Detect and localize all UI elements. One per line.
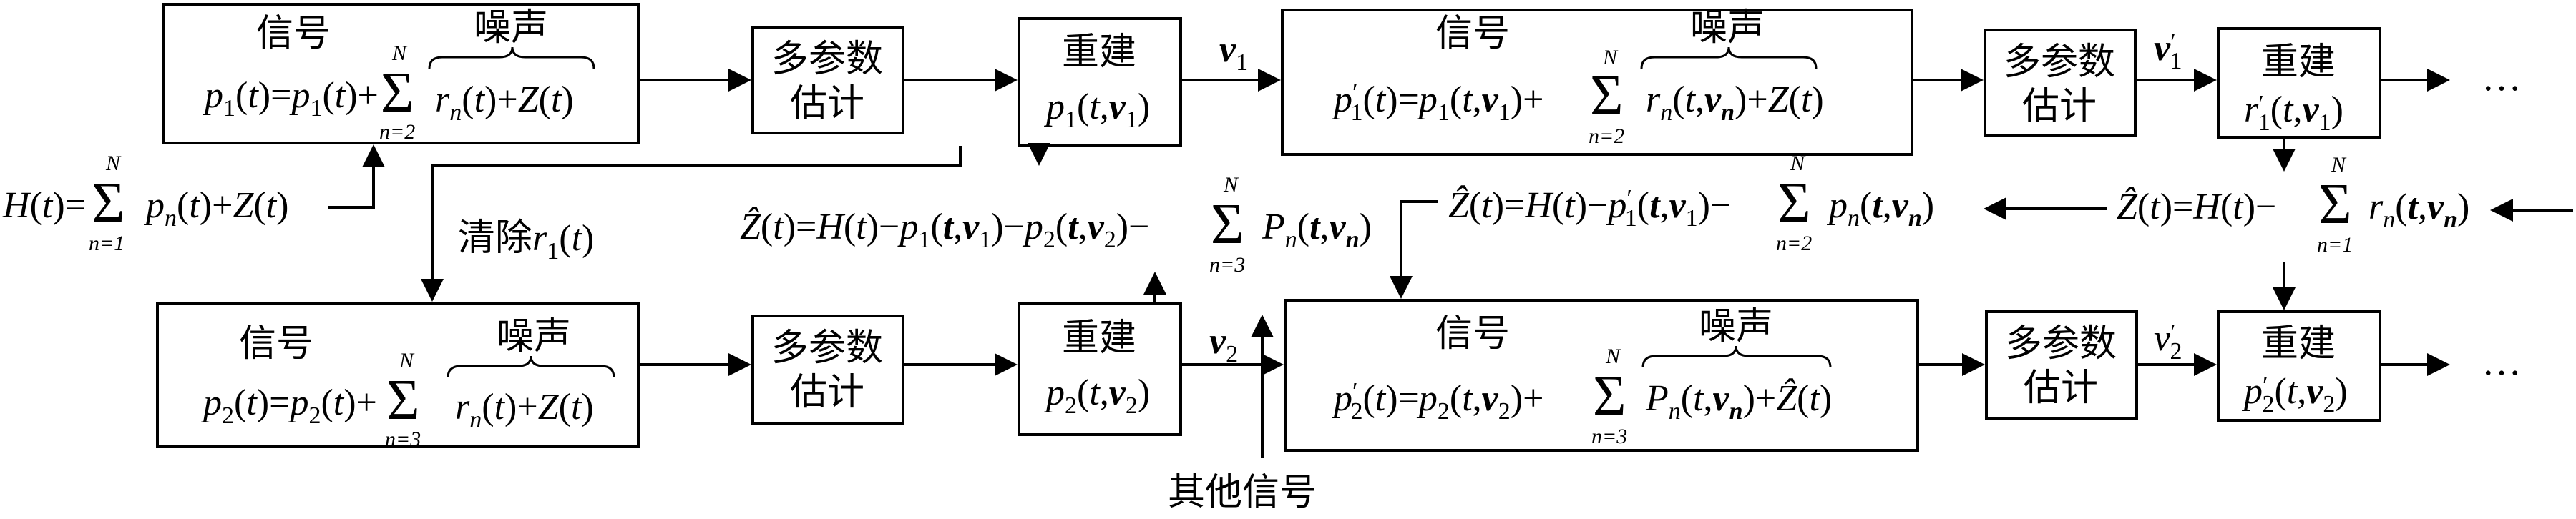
sum-upper-1p: N (1602, 46, 1619, 69)
zhat-equation-right-rest: rn(t,vn) (2368, 187, 2469, 233)
rebuild-term-1p: r′1(t,v1) (2244, 89, 2343, 136)
sum-symbol-zr: Σ (2318, 173, 2352, 236)
rebuild-box-2 (1018, 302, 1182, 436)
estimate-label-1b: 估计 (790, 82, 864, 125)
input-equation-H: H(t)= (2, 185, 86, 226)
noise-label-2: 噪声 (497, 315, 571, 358)
sum-symbol-H: Σ (92, 172, 125, 234)
sum-lower-H: n=1 (89, 232, 125, 255)
sum-lower-2p: n=3 (1591, 425, 1627, 448)
rebuild-term-2: p2(t,v2) (1043, 372, 1150, 419)
rebuild-box-1-prime (2217, 27, 2381, 139)
ellipsis-top: … (2482, 55, 2522, 99)
noise-label-1p: 噪声 (1690, 6, 1765, 49)
sum-lower: n=2 (379, 120, 415, 144)
noise-brace-2 (447, 355, 615, 378)
estimate-label-2pb: 估计 (2024, 367, 2098, 410)
estimate-box-2 (751, 315, 904, 425)
rebuild-box-2-prime (2217, 310, 2381, 422)
noise-label-2p: 噪声 (1699, 305, 1773, 348)
noise-label-1: 噪声 (474, 6, 548, 49)
estimate-label-2pa: 多参数 (2005, 322, 2117, 365)
v1-prime-label: v′1 (2154, 28, 2182, 74)
sum-upper-zc: N (1223, 173, 1239, 197)
sum-lower-1p: n=2 (1589, 124, 1624, 148)
sum-upper-zr: N (2331, 153, 2347, 177)
sum-upper: N (391, 41, 408, 65)
connector-arrows (328, 69, 2573, 458)
signal-box-1-prime (1281, 9, 1913, 156)
sum-upper-2: N (399, 349, 415, 372)
estimate-label-1pb: 估计 (2022, 85, 2097, 128)
sum-upper-2p: N (1605, 345, 1621, 368)
v1-label: v1 (1219, 29, 1248, 76)
signal-box-1 (162, 3, 640, 144)
sum-symbol-zm: Σ (1777, 172, 1811, 234)
estimate-box-1-prime (1984, 29, 2137, 137)
signal-label-1p: 信号 (1435, 12, 1510, 55)
noise-term-2: rn(t)+Z(t) (455, 387, 594, 433)
signal-label-2p: 信号 (1435, 312, 1510, 355)
estimate-label-1pa: 多参数 (2004, 41, 2115, 84)
sum-lower-zr: n=1 (2317, 233, 2353, 257)
other-signals-label: 其他信号 (1168, 471, 1317, 514)
sum-lower-2: n=3 (385, 427, 421, 451)
rebuild-box-1 (1018, 17, 1182, 147)
sum-symbol-2: Σ (386, 369, 420, 432)
ellipsis-bottom: … (2482, 340, 2522, 384)
zhat-equation-center-rest: Pn(t,vn) (1262, 207, 1372, 253)
estimate-label-2b: 估计 (790, 371, 864, 414)
signal-box-2 (156, 302, 640, 448)
input-equation-H-rest: pn(t)+Z(t) (143, 185, 288, 232)
signal-box-2-prime (1284, 299, 1919, 452)
zhat-equation-mid: Ẑ(t)=H(t)−p′1(t,v1)− (1448, 184, 1731, 232)
estimate-box-1 (751, 26, 904, 134)
signal-label-1: 信号 (256, 12, 331, 55)
noise-brace-1 (428, 46, 595, 69)
rebuild-label-1p: 重建 (2261, 41, 2336, 84)
sum-symbol: Σ (381, 61, 414, 124)
v2-label: v2 (1209, 321, 1238, 367)
estimate-label-1a: 多参数 (771, 38, 883, 81)
sum-upper-H: N (105, 152, 122, 175)
sum-lower-zm: n=2 (1776, 232, 1812, 255)
sum-symbol-2p: Σ (1593, 365, 1626, 427)
zhat-equation-right: Ẑ(t)=H(t)− (2117, 186, 2276, 227)
rebuild-term-1: p1(t,v1) (1043, 86, 1150, 133)
equation-p2-prime: p′2(t)=p2(t,v2)+ (1331, 378, 1543, 425)
noise-brace-2p (1641, 345, 1832, 368)
signal-label-2: 信号 (239, 322, 313, 365)
zhat-equation-center: Ẑ(t)=H(t)−p1(t,v1)−p2(t,v2)− (740, 206, 1149, 253)
rebuild-label-2: 重建 (1062, 317, 1136, 360)
v2-prime-label: v′2 (2154, 318, 2182, 365)
sum-symbol-1p: Σ (1590, 64, 1624, 127)
rebuild-label-1: 重建 (1062, 31, 1136, 74)
sum-lower-zc: n=3 (1209, 253, 1245, 277)
sum-symbol-zc: Σ (1211, 193, 1244, 256)
sum-upper-zm: N (1790, 152, 1806, 175)
noise-term-1p: rn(t,vn)+Z(t) (1646, 79, 1824, 126)
clear-r1-label: 清除r1(t) (458, 217, 594, 265)
equation-p1-prime: p′1(t)=p1(t,v1)+ (1331, 79, 1543, 126)
rebuild-label-2p: 重建 (2261, 322, 2336, 365)
noise-brace-1p (1640, 46, 1818, 69)
estimate-label-2a: 多参数 (771, 327, 883, 370)
zhat-equation-mid-rest: pn(t,vn) (1826, 185, 1934, 232)
